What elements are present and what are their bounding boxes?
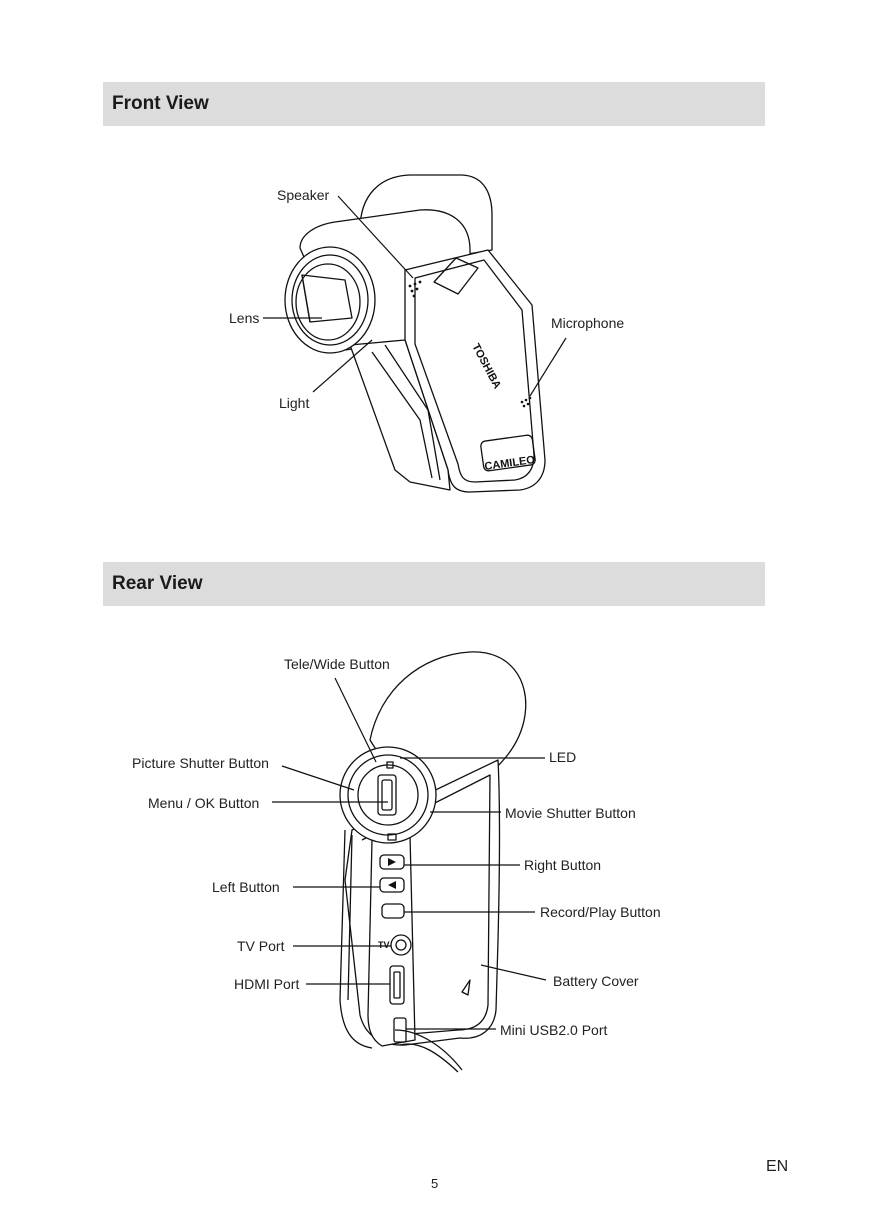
- page-number: 5: [431, 1176, 439, 1191]
- light-label: Light: [279, 395, 310, 411]
- record-play-label: Record/Play Button: [540, 904, 661, 920]
- microphone-callout-line: [529, 337, 567, 397]
- speaker-callout-line: [337, 195, 414, 279]
- picture-shutter-label: Picture Shutter Button: [132, 755, 269, 771]
- tv-port-label: TV Port: [237, 938, 285, 954]
- rear-view-title: Rear View: [112, 573, 203, 594]
- front-view-header: Front View: [103, 82, 765, 126]
- menu-ok-label: Menu / OK Button: [148, 795, 260, 811]
- speaker-label: Speaker: [277, 187, 330, 203]
- led-label: LED: [549, 749, 577, 765]
- tele-wide-label: Tele/Wide Button: [284, 656, 390, 672]
- left-button-label: Left Button: [212, 879, 280, 895]
- hdmi-port-label: HDMI Port: [234, 976, 300, 992]
- front-view-title: Front View: [112, 93, 209, 114]
- tele-wide-callout-line: [334, 677, 377, 763]
- movie-shutter-label: Movie Shutter Button: [505, 805, 636, 821]
- light-callout-line: [312, 339, 373, 393]
- language-code: EN: [766, 1158, 789, 1175]
- mini-usb-label: Mini USB2.0 Port: [500, 1022, 608, 1038]
- battery-cover-label: Battery Cover: [553, 973, 639, 989]
- lens-label: Lens: [229, 310, 260, 326]
- tv-port-text: TV: [378, 940, 390, 950]
- picture-shutter-callout-line: [281, 765, 355, 791]
- right-button-label: Right Button: [524, 857, 602, 873]
- rear-view-header: Rear View: [103, 562, 765, 606]
- front-view-camera-illustration: TOSHIBA CAMILEO: [263, 174, 567, 493]
- rear-view-camera-illustration: TV: [272, 651, 547, 1073]
- battery-cover-callout-line: [480, 964, 547, 981]
- microphone-label: Microphone: [551, 315, 625, 331]
